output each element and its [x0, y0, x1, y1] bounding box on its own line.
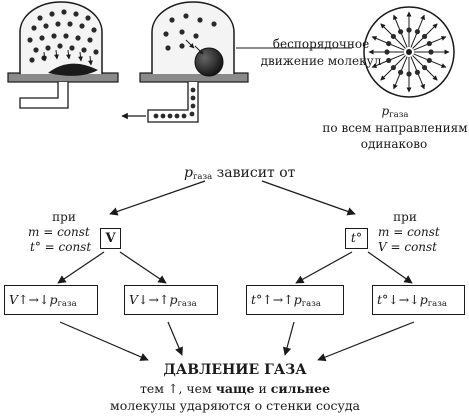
arrow-leaf2-bottom — [167, 321, 183, 356]
leaf-volume-up-text: V↑→↓pгаза — [9, 292, 77, 309]
leaf-temp-up — [246, 285, 344, 315]
left-cond-mass: m = const — [28, 225, 90, 239]
arrow-v-leaf2 — [119, 251, 167, 284]
leaf-temp-down — [372, 285, 465, 315]
arrow-leaf3-bottom — [282, 321, 295, 356]
bottom-line-2: молекулы ударяются о стенки сосуда — [110, 398, 360, 413]
uniform-caption-1: по всем направлениям — [322, 121, 468, 135]
bell-jar-inflated-icon — [7, 1, 119, 109]
leaf-volume-up — [4, 285, 98, 315]
volume-key-box — [100, 228, 121, 249]
temperature-key-box — [345, 228, 368, 249]
arrow-to-temperature — [261, 180, 356, 216]
leaf-volume-down — [124, 285, 218, 315]
pressure-label-top: pгаза — [381, 104, 409, 120]
radial-pressure-sphere-icon — [363, 6, 455, 98]
bottom-title: ДАВЛЕНИЕ ГАЗА — [163, 362, 307, 378]
uniform-caption-2: одинаково — [360, 137, 428, 151]
leaf-volume-down-text: V↓→↑pгаза — [129, 292, 197, 309]
arrow-t-leaf2 — [367, 251, 413, 284]
caption-disorder: беспорядочное — [272, 37, 370, 51]
caption-motion: движение молекул — [260, 54, 382, 68]
flow-arrows — [57, 180, 415, 362]
arrow-v-leaf1 — [57, 251, 105, 284]
leaf-temp-up-text: t°↑→↑pгаза — [251, 292, 321, 309]
right-cond-volume: V = const — [378, 240, 438, 254]
bell-jar-pumping-icon — [139, 1, 249, 123]
right-cond-mass: m = const — [378, 225, 440, 239]
depends-heading: pгаза зависит от — [184, 165, 296, 182]
arrow-leaf4-bottom — [317, 321, 415, 362]
arrow-to-volume — [109, 180, 206, 216]
arrow-leaf1-bottom — [59, 321, 149, 361]
right-cond-pri: при — [393, 210, 417, 224]
left-cond-pri: при — [52, 210, 76, 224]
temperature-key-label: t° — [350, 230, 363, 245]
bottom-line-1: тем ↑, чем чаще и сильнее — [139, 381, 331, 396]
left-cond-temp: t° = const — [30, 240, 92, 254]
arrow-t-leaf1 — [295, 251, 353, 284]
volume-key-label: V — [105, 231, 116, 246]
leaf-temp-down-text: t°↓→↓pгаза — [377, 292, 447, 309]
